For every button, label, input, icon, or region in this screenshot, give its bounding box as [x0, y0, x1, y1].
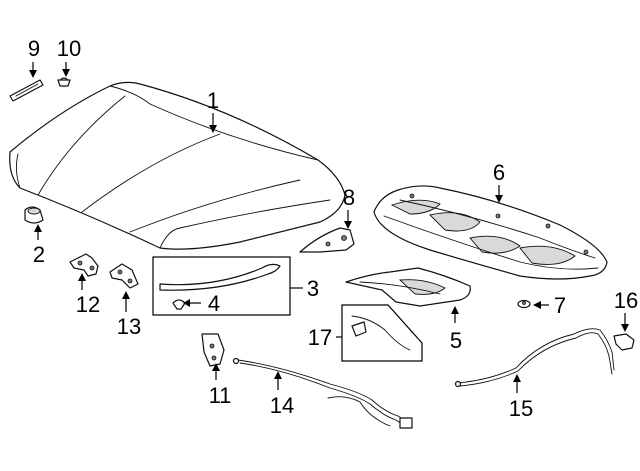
callout-15: 15 [509, 396, 533, 421]
callout-14: 14 [270, 393, 294, 418]
callout-labels: 1 2 3 4 5 6 7 8 9 10 11 12 13 14 15 16 1… [28, 36, 638, 421]
callout-13: 13 [117, 314, 141, 339]
hood-weatherstrip[interactable] [159, 263, 281, 291]
callout-4: 4 [208, 291, 220, 316]
weatherstrip-group [152, 256, 291, 316]
callout-9: 9 [28, 36, 40, 61]
hood-hinge-left[interactable] [69, 253, 99, 277]
callout-10: 10 [57, 36, 81, 61]
callout-3: 3 [307, 276, 319, 301]
latch-group [341, 304, 423, 362]
callout-17: 17 [308, 325, 332, 350]
hood-hinge-right[interactable] [109, 263, 139, 289]
hood-insulator[interactable] [373, 185, 608, 280]
callout-6: 6 [493, 160, 505, 185]
callout-1: 1 [207, 88, 219, 113]
cable-clip[interactable] [613, 333, 635, 351]
callout-2: 2 [33, 242, 45, 267]
leader-lines [29, 62, 629, 393]
insulator-retainer[interactable] [517, 299, 531, 309]
callout-16: 16 [614, 288, 638, 313]
callout-5: 5 [450, 328, 462, 353]
callout-8: 8 [343, 185, 355, 210]
hood-latch[interactable] [201, 333, 225, 367]
ball-stud-clip[interactable] [57, 77, 71, 87]
callout-7: 7 [554, 293, 566, 318]
callout-11: 11 [209, 383, 232, 408]
hood-bumper[interactable] [24, 206, 44, 224]
hood-release-cable[interactable] [232, 357, 413, 429]
release-cable-short[interactable] [351, 315, 411, 351]
seal-bracket[interactable] [299, 227, 355, 253]
weatherstrip-clip[interactable] [172, 299, 186, 310]
release-cable-long[interactable] [454, 328, 615, 388]
hood-panel[interactable] [9, 81, 346, 250]
hood-shield[interactable] [345, 267, 471, 307]
hood-strut[interactable] [9, 79, 44, 102]
callout-12: 12 [76, 292, 100, 317]
